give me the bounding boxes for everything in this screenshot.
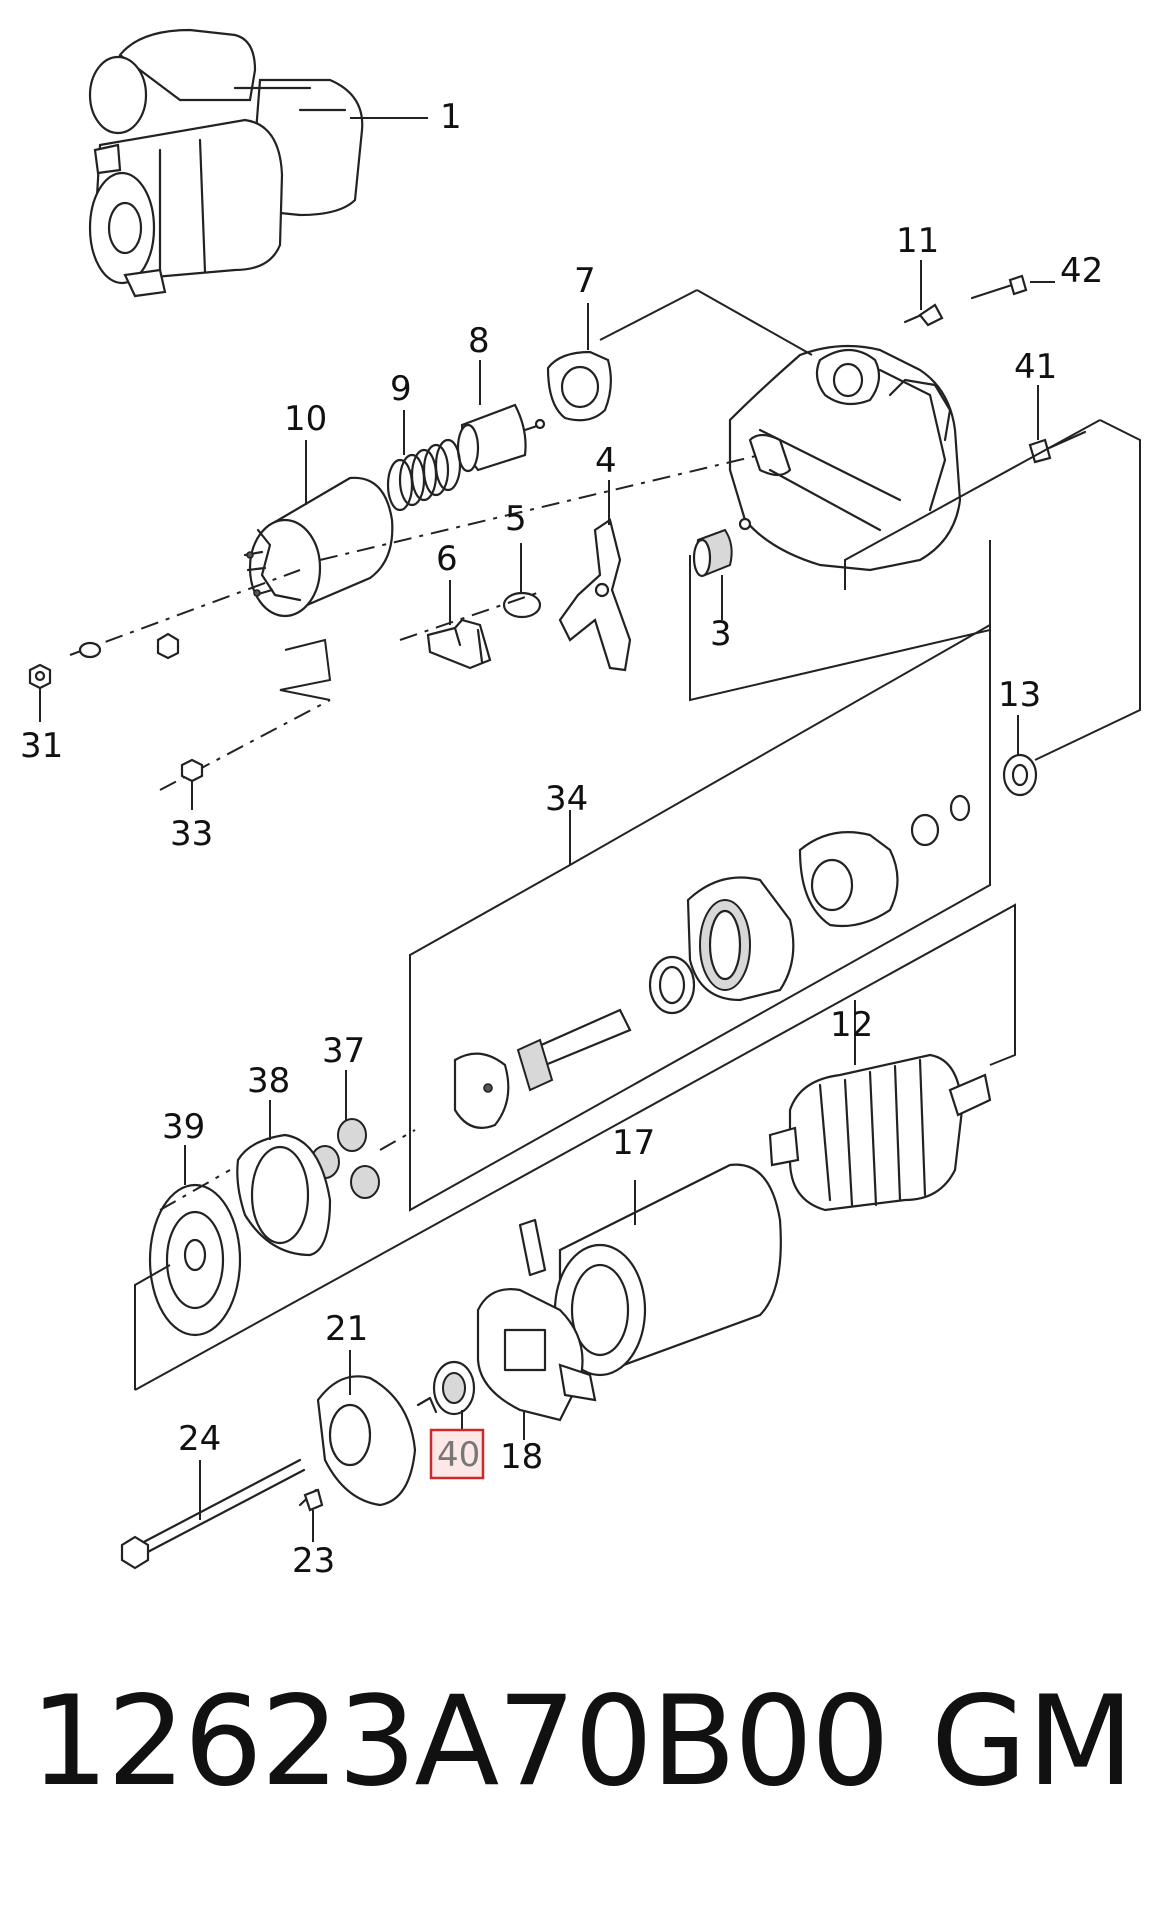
part-33-nut-drawing bbox=[180, 758, 204, 783]
axis-line-upper bbox=[69, 454, 761, 656]
part-8-plunger-drawing bbox=[456, 403, 546, 473]
part-42-bolt-drawing bbox=[970, 274, 1028, 300]
callout-33: 33 bbox=[170, 814, 213, 854]
part-40-bearing-drawing bbox=[416, 1360, 476, 1416]
part-9-spring-drawing bbox=[386, 438, 462, 512]
drive-end-housing-drawing bbox=[728, 344, 962, 572]
part-3-bearing-drawing bbox=[692, 517, 752, 578]
callout-24: 24 bbox=[178, 1419, 221, 1459]
part-34-drive-components-drawing bbox=[453, 813, 940, 1129]
frame-armature bbox=[134, 903, 1016, 1391]
callout-39: 39 bbox=[162, 1107, 205, 1147]
callout-17: 17 bbox=[612, 1123, 655, 1163]
callout-13: 13 bbox=[998, 675, 1041, 715]
part-24-through-bolt-drawing bbox=[120, 1458, 306, 1570]
frame-line-upper bbox=[689, 419, 1141, 761]
frame-lower bbox=[134, 1264, 171, 1390]
part-18-brush-holder-drawing bbox=[476, 1288, 597, 1422]
callout-3: 3 bbox=[710, 614, 732, 654]
callout-34: 34 bbox=[545, 779, 588, 819]
callout-5: 5 bbox=[505, 499, 527, 539]
callout-18: 18 bbox=[500, 1437, 543, 1477]
callout-11: 11 bbox=[896, 221, 939, 261]
callout-9: 9 bbox=[390, 369, 412, 409]
part-31-nut-drawing bbox=[28, 632, 180, 690]
callout-23: 23 bbox=[292, 1541, 335, 1581]
callout-10: 10 bbox=[284, 399, 327, 439]
part-12-armature-drawing bbox=[768, 1053, 992, 1212]
part-number: 12623A70B00 bbox=[30, 1670, 890, 1814]
part-13-washer-drawing bbox=[949, 753, 1038, 822]
brand-label: GM bbox=[930, 1670, 1134, 1814]
callout-1: 1 bbox=[440, 97, 462, 137]
callout-4: 4 bbox=[595, 441, 617, 481]
axis-line-33 bbox=[159, 699, 331, 791]
footer: 12623A70B00 GM bbox=[0, 1680, 1164, 1880]
callout-21: 21 bbox=[325, 1309, 368, 1349]
callout-42: 42 bbox=[1060, 251, 1103, 291]
callout-12: 12 bbox=[830, 1005, 873, 1045]
part-38-ring-drawing bbox=[236, 1133, 332, 1257]
starter-assembly-drawing bbox=[88, 28, 364, 298]
callout-8: 8 bbox=[468, 321, 490, 361]
callout-40: 40 bbox=[437, 1435, 480, 1475]
part-5-washer-drawing bbox=[502, 591, 542, 619]
leader-7a bbox=[599, 289, 698, 341]
callout-37: 37 bbox=[322, 1031, 365, 1071]
part-10-solenoid-drawing bbox=[243, 476, 394, 618]
callout-40-highlight[interactable]: 40 bbox=[429, 1428, 485, 1480]
callout-6: 6 bbox=[436, 539, 458, 579]
callout-41: 41 bbox=[1014, 347, 1057, 387]
leader-7b bbox=[696, 289, 813, 356]
part-4-lever-drawing bbox=[558, 518, 632, 672]
part-7-plate-drawing bbox=[546, 350, 612, 422]
part-39-cover-drawing bbox=[148, 1183, 242, 1337]
callout-7: 7 bbox=[574, 261, 596, 301]
part-11-bolt-drawing bbox=[903, 303, 944, 327]
part-21-end-cover-drawing bbox=[316, 1375, 417, 1507]
frame-34 bbox=[409, 623, 991, 1212]
callout-38: 38 bbox=[247, 1061, 290, 1101]
part-23-screw-drawing bbox=[298, 1488, 324, 1512]
part-6-bracket-drawing bbox=[426, 618, 492, 670]
frame-line-10 bbox=[279, 638, 332, 701]
callout-31: 31 bbox=[20, 726, 63, 766]
axis-line-lower bbox=[159, 1129, 416, 1211]
